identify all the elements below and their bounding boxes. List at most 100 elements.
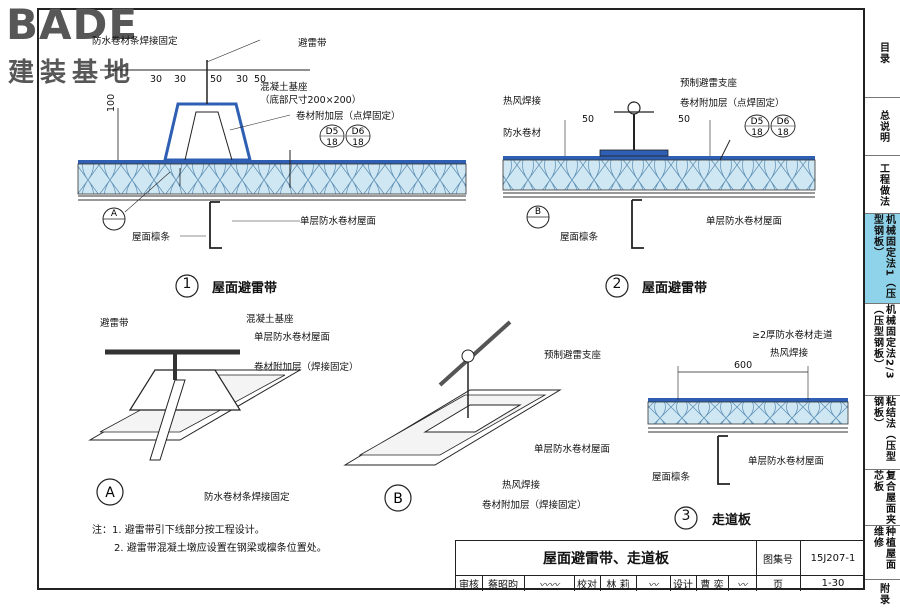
sidebar-item-label: 种植屋面维修 bbox=[871, 526, 895, 570]
iso-a-label-reinforce: 卷材附加层（焊接固定） bbox=[254, 362, 359, 373]
iso-a-drawing: A bbox=[88, 349, 302, 506]
tag-d5-top: D5 bbox=[326, 127, 339, 137]
label-lightning-strip: 避雷带 bbox=[298, 38, 327, 49]
sidebar-item-general[interactable]: 总说明 bbox=[865, 98, 900, 156]
sidebar-item-label: 机械固定法1（压型钢板） bbox=[871, 214, 895, 299]
note-2: 2. 避雷带混凝土墩应设置在钢梁或檩条位置处。 bbox=[114, 543, 327, 554]
detail-2-section: B D5 18 D6 18 bbox=[502, 101, 816, 249]
iso-a-label-base: 混凝土基座 bbox=[246, 314, 294, 325]
label-membrane-roof: 单层防水卷材屋面 bbox=[300, 216, 377, 227]
dim-30c: 30 bbox=[236, 74, 249, 85]
support-clamp bbox=[627, 101, 641, 115]
checker-name: 林 莉 bbox=[600, 575, 637, 591]
check-label: 校对 bbox=[574, 575, 601, 591]
membrane-layer bbox=[503, 156, 815, 160]
tag-d6-top: D6 bbox=[352, 127, 365, 137]
iso-b-label-support: 预制避雷支座 bbox=[544, 350, 602, 361]
purlin-shape bbox=[209, 201, 222, 249]
tag-d6-top: D6 bbox=[777, 117, 790, 127]
label-purlin: 屋面檩条 bbox=[560, 232, 599, 243]
iso-a-strip-leg bbox=[149, 379, 186, 461]
caption-1-num: 1 bbox=[182, 276, 192, 292]
label-concrete-base: 混凝土基座 bbox=[260, 82, 308, 93]
dim-600: 600 bbox=[734, 360, 753, 371]
label-purlin: 屋面檩条 bbox=[132, 232, 171, 243]
sidebar-item-mech1[interactable]: 机械固定法1（压型钢板） bbox=[865, 214, 900, 304]
caption-3-num: 3 bbox=[681, 508, 691, 524]
insulation-layer bbox=[502, 159, 816, 191]
caption-1: 屋面避雷带 bbox=[212, 281, 278, 296]
label-membrane-roof: 单层防水卷材屋面 bbox=[748, 456, 825, 467]
tag-d6-bottom: 18 bbox=[777, 128, 789, 138]
designer-signature: 〰 bbox=[728, 575, 757, 591]
sidebar-item-green-roof[interactable]: 种植屋面维修 bbox=[865, 526, 900, 580]
caption-2-circle bbox=[605, 274, 629, 298]
sidebar-item-label: 机械固定法2/3（压型钢板） bbox=[871, 304, 895, 380]
iso-a-ref-circle bbox=[96, 478, 124, 506]
iso-b-strip bbox=[438, 320, 512, 387]
drawing-title: 屋面避雷带、走道板 bbox=[456, 541, 757, 575]
logo-subtitle: 建装基地 bbox=[8, 58, 137, 88]
detail-3-section bbox=[647, 366, 849, 530]
label-hot-air-weld: 热风焊接 bbox=[503, 96, 542, 107]
review-label: 审核 bbox=[456, 575, 483, 591]
title-block: 屋面避雷带、走道板 图集号 15J207-1 审核 蔡昭昀 〰〰 校对 林 莉 … bbox=[455, 540, 865, 591]
sidebar-item-sandwich[interactable]: 复合屋面夹芯板 bbox=[865, 470, 900, 526]
caption-2-num: 2 bbox=[612, 276, 622, 292]
sidebar-item-label: 总说明 bbox=[877, 110, 889, 143]
dim-50b: 50 bbox=[254, 74, 267, 85]
iso-a-ref-text: A bbox=[105, 485, 115, 501]
membrane-layer bbox=[78, 160, 466, 164]
designer-name: 曹 奕 bbox=[696, 575, 729, 591]
sidebar-item-mech23[interactable]: 机械固定法2/3（压型钢板） bbox=[865, 304, 900, 396]
design-label: 设计 bbox=[670, 575, 697, 591]
caption-1-circle bbox=[175, 274, 199, 298]
label-reinforce-layer: 卷材附加层（点焊固定） bbox=[680, 98, 785, 109]
dim-30b: 30 bbox=[174, 74, 187, 85]
sidebar-item-practice[interactable]: 工程做法 bbox=[865, 156, 900, 214]
label-membrane: 防水卷材 bbox=[503, 128, 542, 139]
iso-b-drawing: B bbox=[343, 320, 562, 512]
caption-2: 屋面避雷带 bbox=[642, 281, 708, 296]
sidebar-item-adhesive[interactable]: 粘结法（压型钢板） bbox=[865, 396, 900, 470]
detail-1-section: D5 18 D6 18 A bbox=[77, 39, 467, 249]
dim-50a: 50 bbox=[210, 74, 223, 85]
atlas-label: 图集号 bbox=[756, 541, 801, 575]
label-membrane-roof: 单层防水卷材屋面 bbox=[706, 216, 783, 227]
sidebar-item-label: 目录 bbox=[877, 41, 889, 64]
concrete-base bbox=[163, 102, 252, 162]
walkway-membrane bbox=[648, 398, 848, 402]
label-purlin: 屋面檩条 bbox=[652, 472, 691, 483]
sidebar-item-appendix[interactable]: 附录 bbox=[865, 580, 900, 608]
tag-d6-bottom: 18 bbox=[352, 138, 364, 148]
atlas-number: 15J207-1 bbox=[810, 552, 856, 564]
sidebar-item-label: 复合屋面夹芯板 bbox=[871, 470, 895, 525]
iso-b-label-roof: 单层防水卷材屋面 bbox=[534, 444, 611, 455]
dim-50-left: 50 bbox=[582, 114, 595, 125]
caption-3-circle bbox=[674, 506, 698, 530]
tag-d5-top: D5 bbox=[751, 117, 764, 127]
support-plate bbox=[599, 149, 669, 157]
note-1: 注：1. 避雷带引下线部分按工程设计。 bbox=[92, 525, 265, 536]
drawing-frame bbox=[37, 8, 865, 590]
iso-b-ref-text: B bbox=[393, 491, 403, 507]
page-label: 页 bbox=[756, 575, 801, 591]
dim-30a: 30 bbox=[150, 74, 163, 85]
label-hot-air-weld: 热风焊接 bbox=[770, 348, 809, 359]
purlin-shape bbox=[631, 199, 644, 249]
iso-a-label-strip-weld: 防水卷材条焊接固定 bbox=[204, 492, 290, 503]
iso-a-concrete-base bbox=[128, 369, 242, 411]
label-reinforce-layer: 卷材附加层（点焊固定） bbox=[296, 111, 401, 122]
brand-logo: BADE 建装基地 bbox=[2, 0, 182, 90]
sidebar-item-contents[interactable]: 目录 bbox=[865, 8, 900, 98]
tag-d5-bottom: 18 bbox=[751, 128, 763, 138]
dim-100: 100 bbox=[106, 93, 117, 112]
iso-b-label-weld: 热风焊接 bbox=[502, 480, 541, 491]
caption-3: 走道板 bbox=[712, 513, 752, 528]
sidebar-item-label: 附录 bbox=[877, 583, 889, 605]
sidebar: 目录 总说明 工程做法 机械固定法1（压型钢板） 机械固定法2/3（压型钢板） … bbox=[865, 8, 900, 605]
leader-strip bbox=[206, 39, 261, 63]
iso-b-label-reinforce: 卷材附加层（焊接固定） bbox=[482, 500, 587, 511]
label-prefab-support: 预制避雷支座 bbox=[680, 78, 738, 89]
dim-50-right: 50 bbox=[678, 114, 691, 125]
